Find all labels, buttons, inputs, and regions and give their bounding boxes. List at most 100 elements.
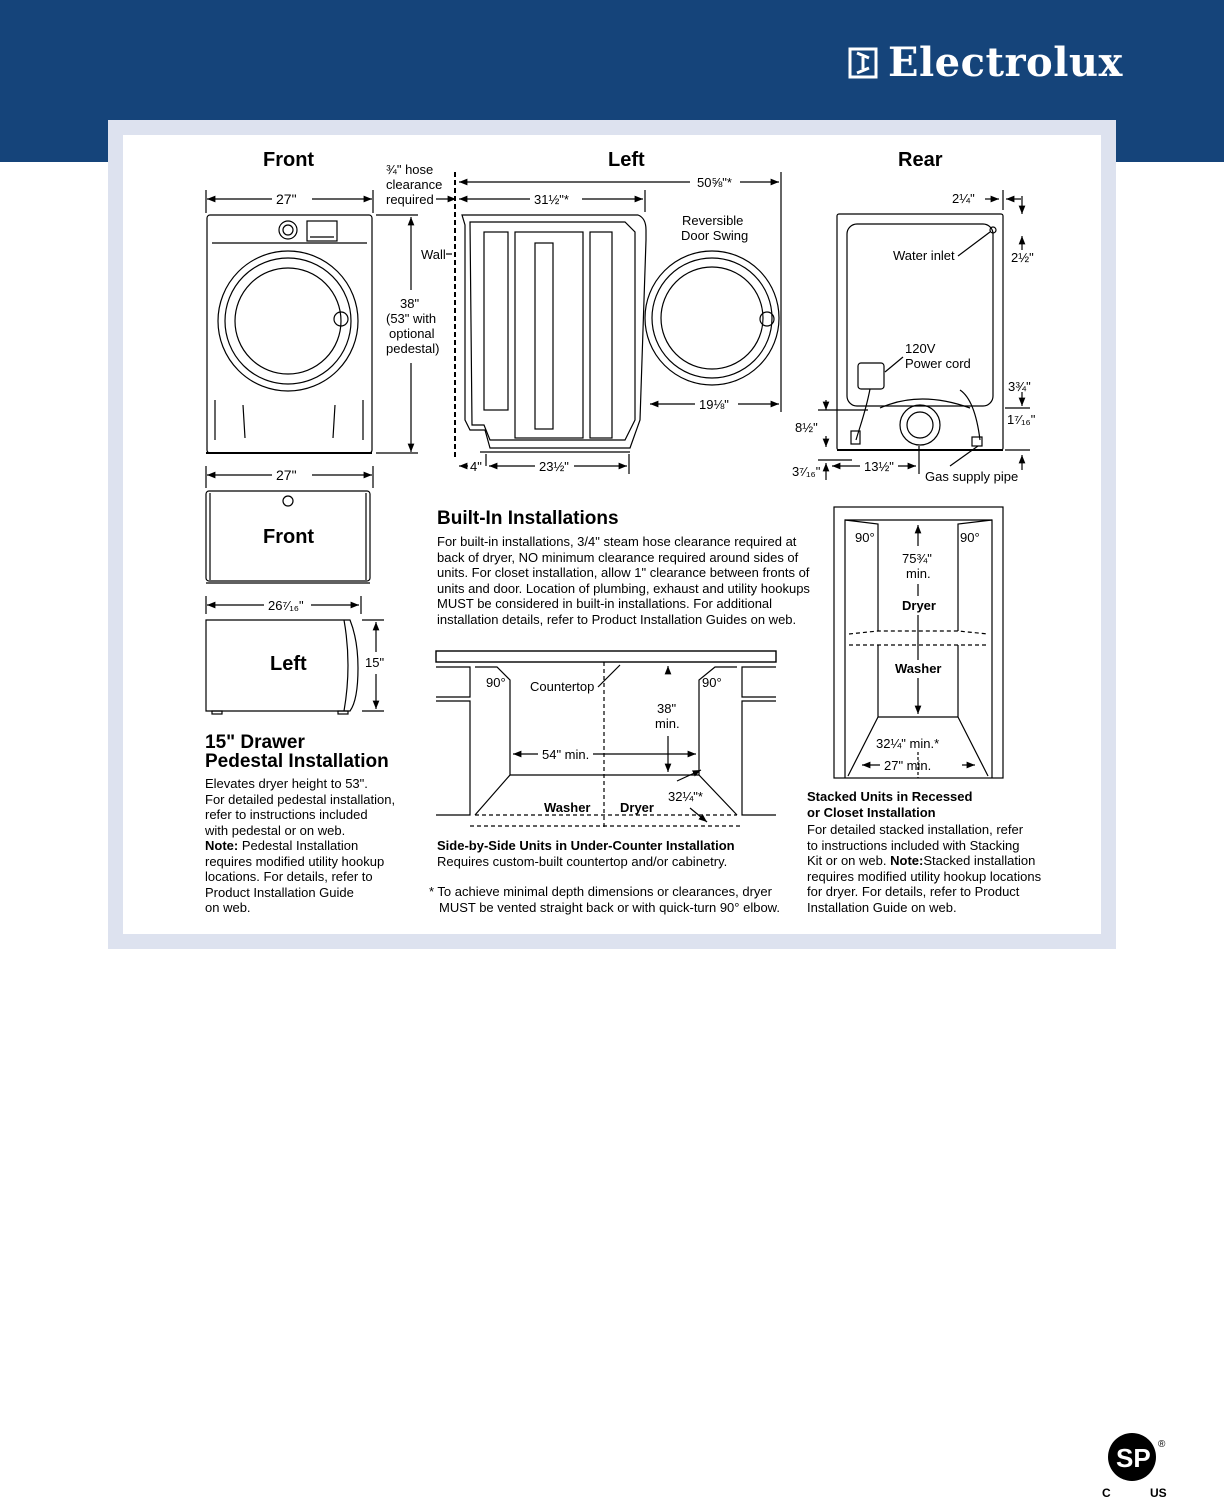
csa-certification-icon: SP ® C US [1102, 1433, 1167, 1499]
door-depth-label: 19⅛" [699, 397, 729, 412]
footnote: * To achieve minimal depth dimensions or… [429, 884, 799, 915]
pedestal-line: with pedestal or on web. [205, 822, 346, 838]
note-label: Note: [205, 838, 239, 853]
sbs-height-1: 38" [657, 701, 676, 716]
left-cabinet [461, 214, 647, 449]
total-depth-label: 50⅝"* [697, 175, 732, 190]
stack-width: 27" min. [884, 758, 931, 773]
stack-angle-right: 90° [960, 530, 980, 545]
stacked-caption: Stacked Units in Recessed or Closet Inst… [807, 789, 1057, 820]
door-swing-2: Door Swing [681, 228, 748, 243]
front-width-label: 27" [276, 191, 297, 207]
builtin-heading: Built-In Installations [437, 508, 619, 529]
pedestal-left-label: Left [270, 653, 307, 675]
rear-dim-left-1: 8½" [795, 420, 818, 435]
sbs-depth-label: 32¼"* [668, 789, 703, 804]
pedestal-front-width: 27" [276, 467, 297, 483]
power-cord-box [857, 362, 885, 390]
stack-height-1: 75¾" [902, 551, 932, 566]
open-door-handle [759, 311, 775, 327]
stacked-line: Installation Guide on web. [807, 899, 957, 915]
water-inlet-port [989, 226, 997, 234]
electrolux-logo-icon [848, 47, 878, 79]
front-height-3: optional [389, 326, 435, 341]
left-title: Left [608, 149, 645, 171]
csa-registered: ® [1158, 1439, 1166, 1450]
front-height-1: 38" [400, 296, 419, 311]
front-view: Front 27" ¾" hose clearance required Wal… [205, 149, 456, 454]
builtin-line: MUST be considered in built-in installat… [437, 596, 773, 611]
depth-label: 31½"* [534, 192, 569, 207]
front-height-2: (53" with [386, 311, 436, 326]
front-door [217, 250, 359, 392]
footnote-line: MUST be vented straight back or with qui… [439, 899, 780, 915]
power-label-2: Power cord [905, 356, 971, 371]
sbs-caption-sub: Requires custom-built countertop and/or … [437, 853, 728, 869]
pedestal-left-width: 26⁷⁄₁₆" [268, 598, 304, 613]
rear-dim-top: 2¼" [952, 191, 975, 206]
base-depth-label: 23½" [539, 459, 569, 474]
rear-dim-right-2: 1⁷⁄₁₆" [1007, 412, 1036, 427]
rear-dim-left-2: 3⁷⁄₁₆" [792, 464, 821, 479]
pedestal-line: Pedestal Installation [238, 838, 359, 853]
stacked-line: requires modified utility hookup locatio… [807, 868, 1042, 884]
front-height-4: pedestal) [386, 341, 439, 356]
pedestal-line: locations. For details, refer to [205, 869, 373, 884]
csa-left: C [1102, 1486, 1111, 1499]
stacked-drawing: 90° 90° 75¾" min. Dryer Washer 32¼" min.… [833, 506, 1004, 779]
side-by-side-drawing: 90° 90° Countertop 38" min. 54" min. 32¼… [435, 650, 777, 828]
builtin-line: units and door. Location of plumbing, ex… [437, 580, 810, 596]
front-knob [278, 220, 298, 240]
sbs-angle-right: 90° [702, 675, 722, 690]
pedestal-front [205, 490, 371, 582]
pedestal-height: 15" [365, 655, 384, 670]
stacked-note: Kit or on web. Note:Stacked installation [807, 853, 1057, 869]
water-inlet-label: Water inlet [893, 248, 955, 263]
rear-view: Rear 2¼" 2½" Water inlet 120V Power cord… [792, 149, 1036, 484]
pedestal-front-label: Front [263, 526, 314, 548]
stack-depth: 32¼" min.* [876, 736, 939, 751]
sbs-angle-left: 90° [486, 675, 506, 690]
stack-angle-left: 90° [855, 530, 875, 545]
stacked-line: Kit or on web. [807, 853, 887, 868]
builtin-line: installation details, refer to Product I… [437, 611, 797, 627]
pedestal-heading-1: 15" Drawer [205, 732, 305, 753]
brand-logo: Electrolux [848, 38, 1123, 88]
rear-dim-bottom: 13½" [864, 459, 894, 474]
builtin-line: For built-in installations, 3/4" steam h… [437, 534, 797, 549]
gas-pipe-label: Gas supply pipe [925, 469, 1018, 484]
brand-name: Electrolux [888, 39, 1123, 86]
pedestal-heading-2: Pedestal Installation [205, 751, 389, 772]
rear-dim-right-1: 3¾" [1008, 379, 1031, 394]
front-door-handle [333, 311, 349, 327]
base-offset-label: 4" [470, 459, 482, 474]
sbs-caption: Side-by-Side Units in Under-Counter Inst… [437, 838, 797, 869]
hose-note-3: required [386, 192, 434, 207]
stacked-line: For detailed stacked installation, refer [807, 822, 1024, 837]
front-title: Front [263, 149, 314, 171]
rear-dim-inlet: 2½" [1011, 250, 1034, 265]
pedestal-left [205, 619, 359, 712]
note-label: Note: [890, 853, 924, 868]
stacked-line: for dryer. For details, refer to Product [807, 884, 1020, 899]
pedestal-heading: 15" Drawer Pedestal Installation [205, 733, 389, 771]
open-door [644, 250, 780, 386]
countertop [435, 650, 777, 663]
door-swing-1: Reversible [682, 213, 743, 228]
stack-height-2: min. [906, 566, 931, 581]
pedestal-line: on web. [205, 900, 251, 915]
stacked-caption-1: Stacked Units in Recessed [807, 789, 973, 804]
sbs-width-label: 54" min. [542, 747, 589, 762]
sbs-caption-title: Side-by-Side Units in Under-Counter Inst… [437, 838, 735, 853]
sbs-dryer: Dryer [620, 800, 654, 815]
pedestal-line: refer to instructions included [205, 807, 368, 822]
sbs-height-2: min. [655, 716, 680, 731]
power-label-1: 120V [905, 341, 936, 356]
stacked-line: to instructions included with Stacking [807, 837, 1020, 853]
builtin-body: For built-in installations, 3/4" steam h… [437, 534, 817, 627]
hose-note-2: clearance [386, 177, 442, 192]
hose-note-1: ¾" hose [386, 162, 433, 177]
sbs-washer: Washer [544, 800, 590, 815]
stack-dryer: Dryer [902, 598, 936, 613]
